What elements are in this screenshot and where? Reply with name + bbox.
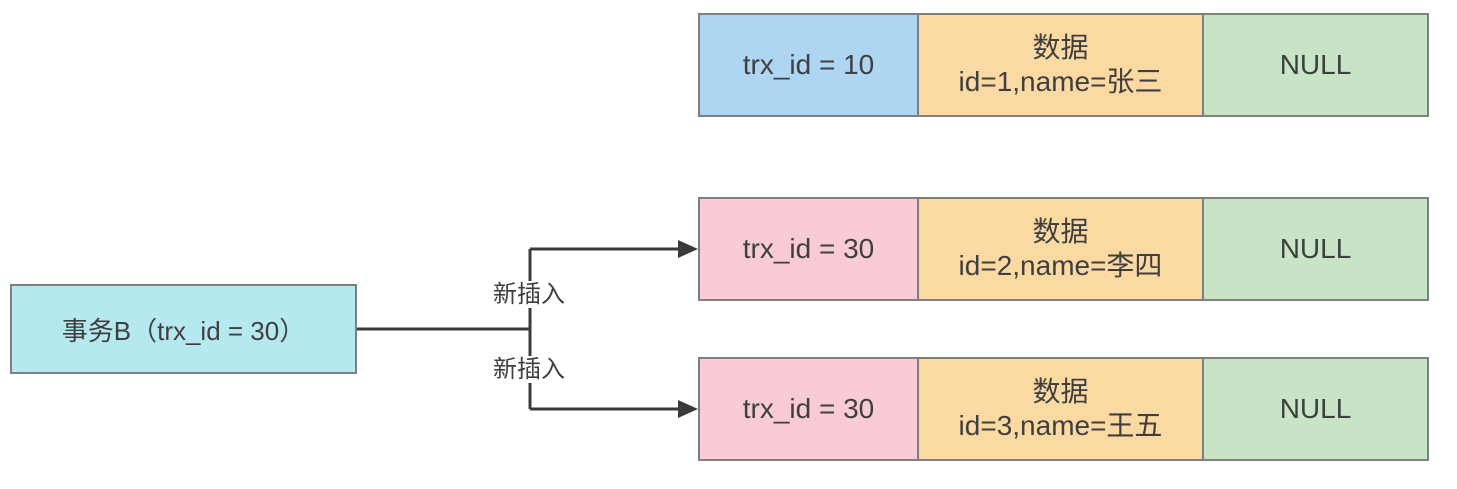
- data-cell: 数据 id=3,name=王五: [917, 359, 1202, 459]
- data-cell: 数据 id=1,name=张三: [917, 15, 1202, 115]
- roll-pointer-value: NULL: [1279, 232, 1352, 264]
- data-title: 数据: [1032, 215, 1089, 247]
- trx-id-label: trx_id = 30: [742, 392, 875, 424]
- arrowhead-top: [678, 240, 698, 258]
- arrow-label-new-insert-bottom: 新插入: [484, 356, 574, 383]
- roll-pointer-value: NULL: [1279, 392, 1352, 424]
- trx-id-cell: trx_id = 30: [700, 359, 917, 459]
- roll-pointer-value: NULL: [1279, 48, 1352, 80]
- data-title: 数据: [1032, 375, 1089, 407]
- transaction-box: 事务B（trx_id = 30）: [10, 284, 357, 374]
- roll-pointer-cell: NULL: [1202, 15, 1427, 115]
- arrow-label-new-insert-top: 新插入: [484, 281, 574, 308]
- data-value: id=2,name=李四: [958, 250, 1163, 281]
- record-row-3: trx_id = 30 数据 id=3,name=王五 NULL: [698, 357, 1429, 461]
- data-value: id=3,name=王五: [958, 410, 1163, 441]
- trx-id-label: trx_id = 10: [742, 48, 875, 80]
- arrowhead-bottom: [678, 400, 698, 418]
- data-title: 数据: [1032, 31, 1089, 63]
- record-row-1: trx_id = 10 数据 id=1,name=张三 NULL: [698, 13, 1429, 117]
- record-row-2: trx_id = 30 数据 id=2,name=李四 NULL: [698, 197, 1429, 301]
- data-value: id=1,name=张三: [958, 66, 1163, 97]
- trx-id-cell: trx_id = 10: [700, 15, 917, 115]
- roll-pointer-cell: NULL: [1202, 199, 1427, 299]
- trx-id-cell: trx_id = 30: [700, 199, 917, 299]
- transaction-label: 事务B（trx_id = 30）: [61, 315, 306, 346]
- data-cell: 数据 id=2,name=李四: [917, 199, 1202, 299]
- trx-id-label: trx_id = 30: [742, 232, 875, 264]
- roll-pointer-cell: NULL: [1202, 359, 1427, 459]
